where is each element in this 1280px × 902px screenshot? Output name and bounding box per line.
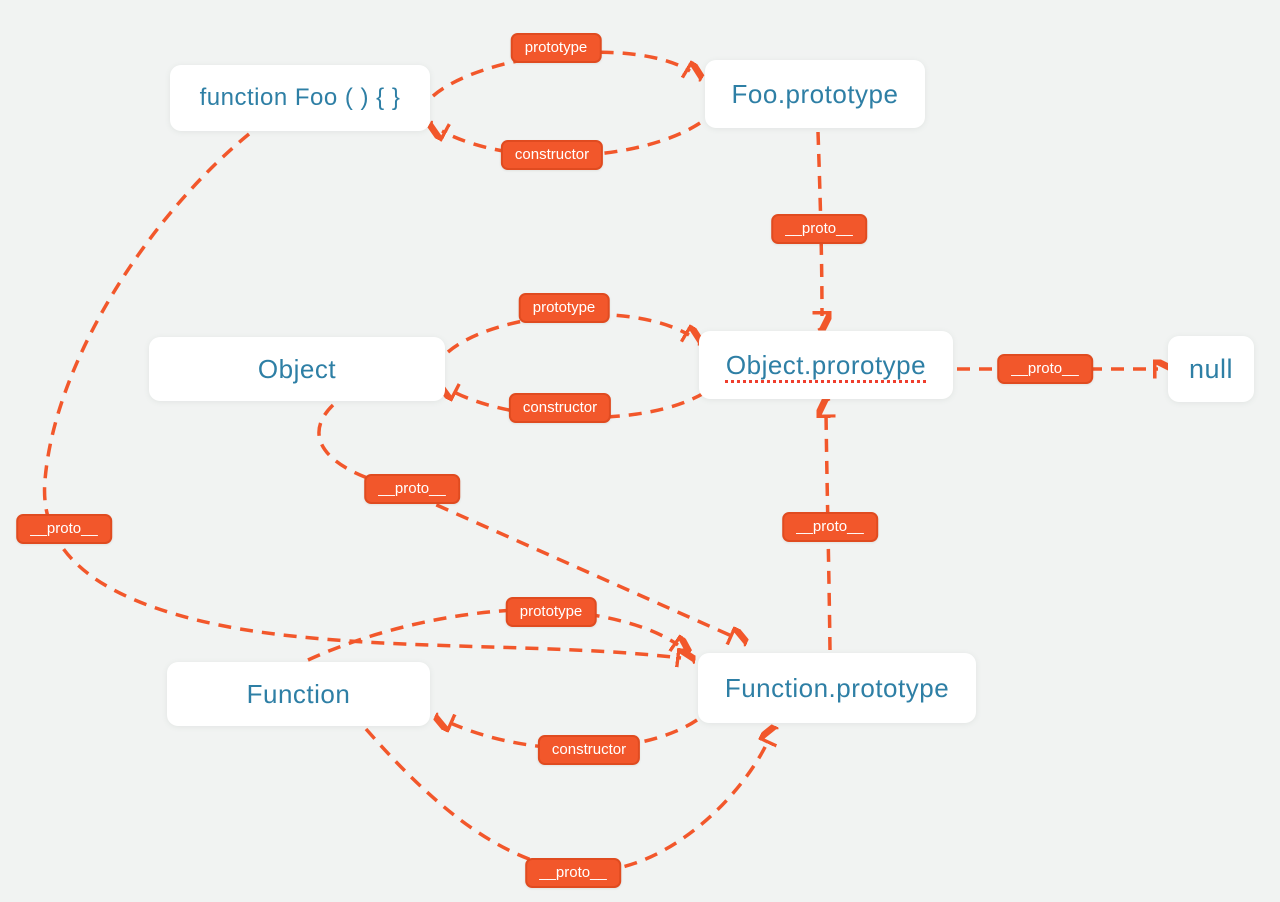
edge-label-prototype-object: prototype xyxy=(518,293,610,323)
node-object-label: Object xyxy=(257,353,337,384)
edge-label-proto-fooproto: __proto__ xyxy=(771,214,867,244)
node-function-prototype: Function.prototype xyxy=(698,653,976,723)
edge-label-constructor-function: constructor xyxy=(537,735,641,765)
node-null-label: null xyxy=(1188,353,1234,384)
edge-label-prototype-foo: prototype xyxy=(510,33,602,63)
edge-label-proto-fnproto-objproto: __proto__ xyxy=(782,512,878,542)
node-function-foo-label: function Foo ( ) { } xyxy=(199,84,401,111)
edge-label-proto-object-fnproto: __proto__ xyxy=(364,474,460,504)
node-object: Object xyxy=(149,337,445,401)
edge-label-proto-function-fnproto: __proto__ xyxy=(525,858,621,888)
node-function-prototype-label: Function.prototype xyxy=(724,672,950,703)
edge-label-proto-null: __proto__ xyxy=(997,354,1093,384)
edge-label-prototype-function: prototype xyxy=(505,597,597,627)
node-foo-prototype-label: Foo.prototype xyxy=(731,78,899,109)
edge-label-proto-foo-fnproto: __proto__ xyxy=(16,514,112,544)
node-object-prototype: Object.prorotype xyxy=(699,331,953,399)
node-null: null xyxy=(1168,336,1254,402)
node-function-label: Function xyxy=(246,678,351,709)
edge-label-constructor-foo: constructor xyxy=(500,140,604,170)
edge-label-constructor-object: constructor xyxy=(508,393,612,423)
node-foo-prototype: Foo.prototype xyxy=(705,60,925,128)
node-object-prototype-label: Object.prorotype xyxy=(725,349,927,380)
edge-function-prototype-arrow xyxy=(307,607,678,660)
node-function: Function xyxy=(167,662,430,726)
node-function-foo: function Foo ( ) { } xyxy=(170,65,430,131)
